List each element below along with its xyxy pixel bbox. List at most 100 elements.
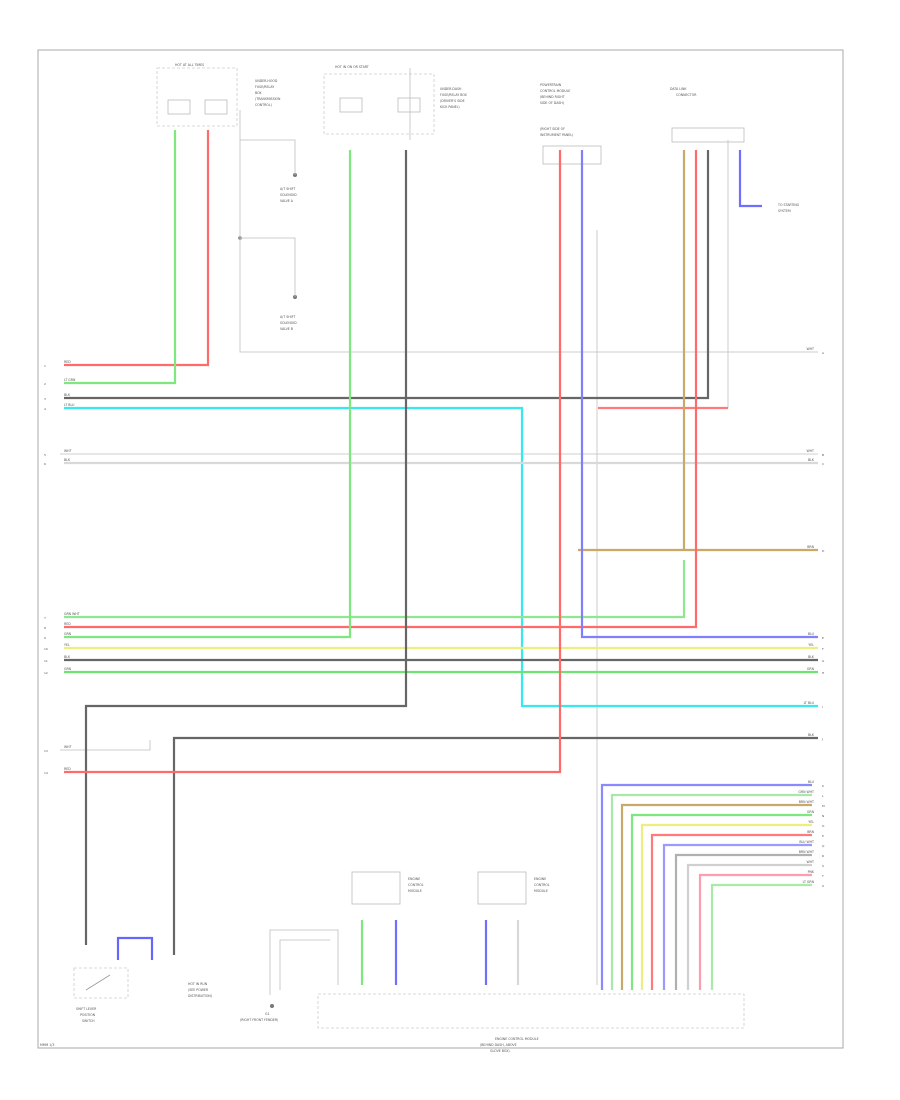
svg-text:BOX: BOX — [255, 91, 262, 95]
svg-text:UNDER-HOOD: UNDER-HOOD — [255, 79, 278, 83]
svg-text:11: 11 — [44, 659, 48, 663]
svg-text:GRN: GRN — [64, 667, 72, 671]
svg-text:LT BLU: LT BLU — [64, 403, 75, 407]
svg-text:BRN WHT: BRN WHT — [799, 800, 814, 804]
sensor-components-top: A/T SHIFT SOLENOID VALVE A A/T SHIFT SOL… — [238, 173, 297, 331]
svg-text:GRN: GRN — [807, 810, 815, 814]
fuse-block-1: HOT AT ALL TIMES UNDER-HOOD FUSE/RELAY B… — [156, 63, 281, 127]
svg-text:SIDE OF DASH): SIDE OF DASH) — [540, 101, 564, 105]
svg-text:SOLENOID: SOLENOID — [280, 193, 297, 197]
svg-text:CONNECTOR: CONNECTOR — [676, 93, 697, 97]
svg-text:HOT AT ALL TIMES: HOT AT ALL TIMES — [175, 63, 204, 67]
svg-text:YEL: YEL — [64, 643, 70, 647]
svg-text:MODULE: MODULE — [408, 889, 422, 893]
svg-text:H: H — [822, 671, 824, 675]
svg-text:GRN WHT: GRN WHT — [798, 790, 814, 794]
svg-text:F: F — [822, 647, 824, 651]
svg-text:MMM 1/3: MMM 1/3 — [40, 1043, 54, 1047]
svg-text:D: D — [822, 549, 825, 553]
svg-text:DATA LINK: DATA LINK — [670, 87, 687, 91]
svg-text:10: 10 — [44, 647, 48, 651]
svg-text:FUSE/RELAY BOX: FUSE/RELAY BOX — [440, 93, 468, 97]
svg-text:12: 12 — [44, 671, 48, 675]
svg-text:SOLENOID: SOLENOID — [280, 321, 297, 325]
svg-text:8: 8 — [44, 626, 46, 630]
svg-text:T: T — [821, 874, 824, 878]
svg-text:A: A — [822, 351, 825, 355]
svg-text:CONTROL: CONTROL — [534, 883, 550, 887]
svg-text:BLK: BLK — [64, 655, 71, 659]
svg-text:HOT IN ON OR START: HOT IN ON OR START — [335, 65, 369, 69]
svg-text:B: B — [822, 453, 824, 457]
svg-text:CONTROL: CONTROL — [408, 883, 424, 887]
svg-text:7: 7 — [44, 616, 46, 620]
svg-text:HOT IN RUN: HOT IN RUN — [188, 982, 208, 986]
left-wire-labels: RED 1 LT GRN 2 BLK 3 LT BLU 4 WHT 5 BLK … — [44, 360, 80, 775]
svg-text:3: 3 — [44, 397, 46, 401]
svg-text:VALVE B: VALVE B — [280, 327, 293, 331]
svg-text:GRN: GRN — [64, 632, 72, 636]
svg-text:RED: RED — [64, 622, 71, 626]
svg-text:LT BLU: LT BLU — [804, 701, 815, 705]
svg-text:YEL: YEL — [808, 643, 814, 647]
svg-text:INSTRUMENT PANEL): INSTRUMENT PANEL) — [540, 133, 573, 137]
svg-text:A/T SHIFT: A/T SHIFT — [280, 187, 295, 191]
svg-text:9: 9 — [44, 636, 46, 640]
svg-text:5: 5 — [44, 453, 46, 457]
svg-text:TO STARTING: TO STARTING — [777, 203, 800, 207]
svg-text:CONTROL): CONTROL) — [255, 103, 272, 107]
svg-text:(TRANSMISSION: (TRANSMISSION — [255, 97, 281, 101]
svg-text:LT GRN: LT GRN — [64, 378, 76, 382]
svg-text:SWITCH: SWITCH — [82, 1019, 95, 1023]
svg-text:(RIGHT FRONT FENDER): (RIGHT FRONT FENDER) — [240, 1018, 278, 1022]
svg-text:SHIFT LEVER: SHIFT LEVER — [76, 1007, 97, 1011]
svg-text:BLU: BLU — [808, 632, 815, 636]
svg-text:POSITION: POSITION — [80, 1013, 96, 1017]
svg-text:UNDER-DASH: UNDER-DASH — [440, 87, 462, 91]
fuse-block-2: HOT IN ON OR START UNDER-DASH FUSE/RELAY… — [323, 65, 468, 135]
svg-text:M: M — [822, 804, 825, 808]
svg-text:BRN: BRN — [807, 545, 814, 549]
svg-text:BLK: BLK — [64, 458, 71, 462]
svg-text:PNK: PNK — [808, 870, 815, 874]
svg-text:RED: RED — [64, 360, 71, 364]
svg-text:BLK: BLK — [64, 393, 71, 397]
svg-text:WHT: WHT — [807, 860, 815, 864]
svg-text:G1: G1 — [265, 1012, 270, 1016]
svg-text:14: 14 — [44, 771, 48, 775]
data-link-connector: DATA LINK CONNECTOR TO STARTING SYSTEM — [670, 87, 800, 213]
svg-text:BLK: BLK — [808, 733, 815, 737]
colored-wires — [64, 130, 818, 990]
svg-text:LT GRN: LT GRN — [803, 880, 815, 884]
svg-text:P: P — [822, 834, 824, 838]
svg-text:BLK: BLK — [808, 458, 815, 462]
svg-text:(BEHIND RIGHT: (BEHIND RIGHT — [540, 95, 565, 99]
svg-text:K: K — [822, 784, 825, 788]
svg-text:(SEE POWER: (SEE POWER — [188, 988, 209, 992]
svg-text:O: O — [822, 824, 825, 828]
svg-text:ENGINE: ENGINE — [534, 877, 546, 881]
svg-text:VALVE A: VALVE A — [280, 199, 294, 203]
svg-text:GLOVE BOX): GLOVE BOX) — [490, 1049, 510, 1053]
powertrain-module-label: POWERTRAIN CONTROL MODULE (BEHIND RIGHT … — [540, 83, 602, 165]
svg-text:GRN WHT: GRN WHT — [64, 612, 80, 616]
svg-text:N: N — [822, 814, 824, 818]
svg-text:Q: Q — [822, 844, 825, 848]
svg-text:U: U — [822, 884, 824, 888]
svg-text:POWERTRAIN: POWERTRAIN — [540, 83, 562, 87]
svg-text:GRN: GRN — [807, 667, 815, 671]
svg-text:(BEHIND DASH, ABOVE: (BEHIND DASH, ABOVE — [480, 1043, 517, 1047]
svg-text:(DRIVER'S SIDE: (DRIVER'S SIDE — [440, 99, 465, 103]
svg-text:ENGINE CONTROL MODULE: ENGINE CONTROL MODULE — [495, 1037, 539, 1041]
svg-text:WHT: WHT — [64, 449, 72, 453]
thin-wires — [60, 68, 818, 995]
svg-text:J: J — [821, 737, 823, 741]
right-wire-labels: WHT A WHT B BLK C BRN D BLU E YEL F BLK … — [798, 347, 825, 888]
svg-text:DISTRIBUTION): DISTRIBUTION) — [188, 994, 212, 998]
svg-text:BLU: BLU — [808, 780, 815, 784]
svg-text:13: 13 — [44, 749, 48, 753]
svg-text:4: 4 — [44, 407, 46, 411]
svg-text:KICK PANEL): KICK PANEL) — [440, 105, 460, 109]
svg-text:E: E — [822, 636, 824, 640]
